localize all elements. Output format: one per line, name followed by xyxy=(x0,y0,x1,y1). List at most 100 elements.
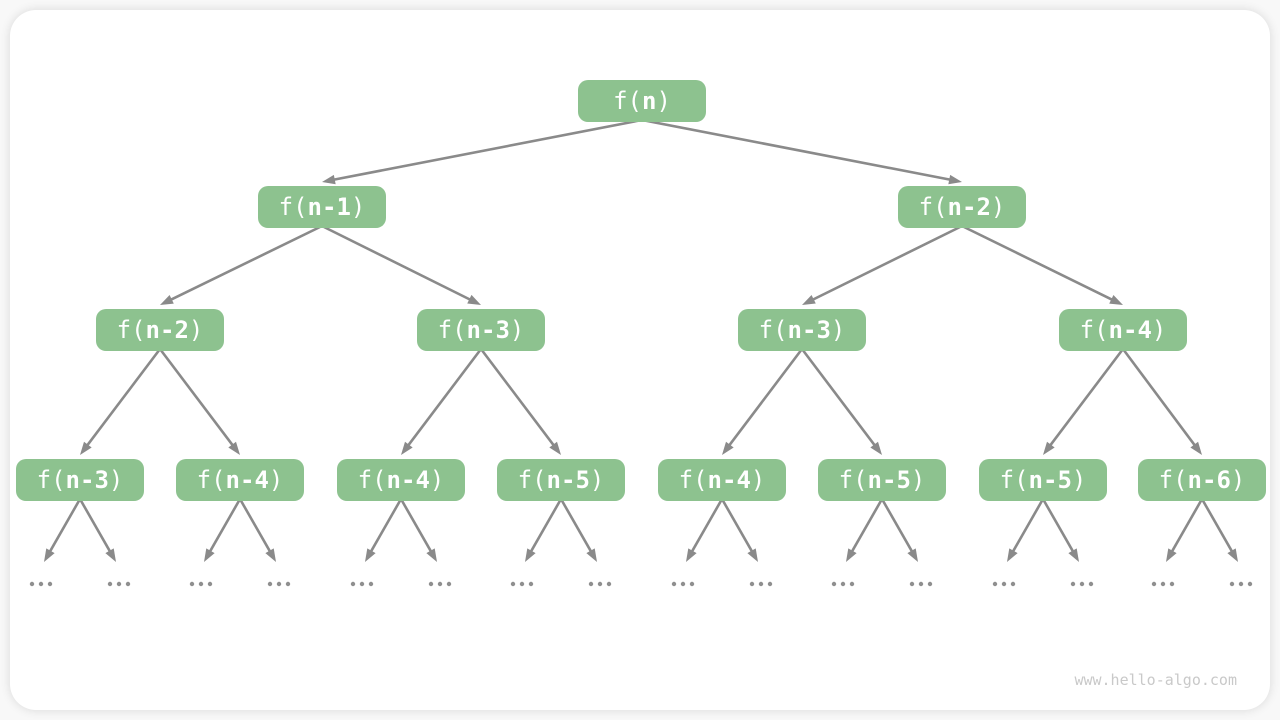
ellipsis-dot xyxy=(1088,581,1094,587)
ellipsis-dot xyxy=(1070,581,1076,587)
ellipsis-dot xyxy=(437,581,443,587)
ellipsis-dot xyxy=(588,581,594,587)
edge-l3e-ellipsisR xyxy=(720,498,758,562)
ellipsis-dots xyxy=(671,581,695,587)
arrowhead-icon xyxy=(80,441,92,455)
arrowhead-icon xyxy=(1068,548,1079,562)
ellipsis-dot xyxy=(1238,581,1244,587)
edge-line xyxy=(48,498,82,554)
tree-node-f(n-1): f(n-1) xyxy=(258,186,386,228)
arrowhead-icon xyxy=(322,174,336,185)
arrowhead-icon xyxy=(1190,441,1202,455)
ellipsis-dot xyxy=(671,581,677,587)
ellipsis-dot xyxy=(47,581,53,587)
ellipsis-dot xyxy=(918,581,924,587)
edge-line xyxy=(208,498,242,554)
edge-l3a-ellipsisL xyxy=(44,498,82,562)
edge-l3b-ellipsisL xyxy=(204,498,242,562)
edge-line xyxy=(78,498,112,554)
ellipsis-dot xyxy=(519,581,525,587)
edge-line xyxy=(158,348,235,448)
edge-line xyxy=(238,498,272,554)
ellipsis-dot xyxy=(606,581,612,587)
edge-line xyxy=(850,498,884,554)
arrowhead-icon xyxy=(722,441,734,455)
node-label: f(n-3) xyxy=(37,466,124,494)
node-label: f(n-3) xyxy=(759,316,846,344)
arrowhead-icon xyxy=(948,174,962,185)
ellipsis-dot xyxy=(528,581,534,587)
edge-l2b-l3d xyxy=(479,348,561,455)
node-box xyxy=(1059,309,1187,351)
edge-n2-l2d xyxy=(961,224,1123,305)
node-box xyxy=(258,186,386,228)
ellipsis-dots xyxy=(749,581,773,587)
edge-l3g-ellipsisR xyxy=(1041,498,1079,562)
arrowhead-icon xyxy=(44,548,55,562)
node-label: f(n-5) xyxy=(839,466,926,494)
edge-line xyxy=(1048,348,1125,448)
arrowhead-icon xyxy=(160,294,174,305)
ellipsis-dot xyxy=(840,581,846,587)
ellipsis-dots xyxy=(1151,581,1175,587)
edge-l2b-l3c xyxy=(401,348,483,455)
tree-node-f(n-4): f(n-4) xyxy=(337,459,465,501)
edge-line xyxy=(690,498,724,554)
arrowhead-icon xyxy=(467,294,481,305)
node-box xyxy=(738,309,866,351)
node-box xyxy=(337,459,465,501)
ellipsis-dot xyxy=(116,581,122,587)
ellipsis-dots xyxy=(1229,581,1253,587)
node-label: f(n-6) xyxy=(1159,466,1246,494)
edge-line xyxy=(332,118,643,182)
arrowhead-icon xyxy=(1109,294,1123,305)
edge-l3a-ellipsisR xyxy=(78,498,116,562)
ellipsis-dot xyxy=(909,581,915,587)
ellipsis-dots xyxy=(992,581,1016,587)
node-label: f(n-1) xyxy=(279,193,366,221)
ellipsis-dot xyxy=(831,581,837,587)
node-box xyxy=(1138,459,1266,501)
ellipsis-dot xyxy=(1247,581,1253,587)
tree-node-f(n-3): f(n-3) xyxy=(738,309,866,351)
ellipsis-dot xyxy=(1169,581,1175,587)
ellipsis-dots xyxy=(350,581,374,587)
ellipsis-dot xyxy=(1160,581,1166,587)
ellipsis-dot xyxy=(125,581,131,587)
arrowhead-icon xyxy=(1227,548,1238,562)
edge-line xyxy=(1121,348,1197,447)
edge-line xyxy=(479,348,556,448)
arrowhead-icon xyxy=(105,548,116,562)
node-label: f(n) xyxy=(613,87,671,115)
edge-l3g-ellipsisL xyxy=(1007,498,1045,562)
tree-node-f(n-3): f(n-3) xyxy=(417,309,545,351)
edge-l3c-ellipsisL xyxy=(365,498,403,562)
ellipsis-dot xyxy=(359,581,365,587)
node-label: f(n-2) xyxy=(117,316,204,344)
ellipsis-dots xyxy=(909,581,933,587)
node-label: f(n-2) xyxy=(919,193,1006,221)
edge-l2a-l3a xyxy=(80,348,162,455)
node-label: f(n-4) xyxy=(358,466,445,494)
ellipsis-dots xyxy=(29,581,53,587)
edge-l2d-l3g xyxy=(1043,348,1125,455)
arrowhead-icon xyxy=(907,548,918,562)
tree-node-f(n-2): f(n-2) xyxy=(96,309,224,351)
arrowhead-icon xyxy=(401,441,413,455)
ellipsis-dots xyxy=(267,581,291,587)
node-box xyxy=(818,459,946,501)
arrowhead-icon xyxy=(846,548,857,562)
ellipsis-dot xyxy=(749,581,755,587)
node-label: f(n-3) xyxy=(438,316,525,344)
ellipsis-dot xyxy=(29,581,35,587)
node-label: f(n-5) xyxy=(1000,466,1087,494)
edge-line xyxy=(800,348,877,448)
node-label: f(n-4) xyxy=(197,466,284,494)
ellipsis-dot xyxy=(1079,581,1085,587)
edge-l3h-ellipsisL xyxy=(1166,498,1204,562)
arrowhead-icon xyxy=(265,548,276,562)
tree-node-f(n-5): f(n-5) xyxy=(979,459,1107,501)
ellipsis-dot xyxy=(597,581,603,587)
ellipsis-dot xyxy=(38,581,44,587)
